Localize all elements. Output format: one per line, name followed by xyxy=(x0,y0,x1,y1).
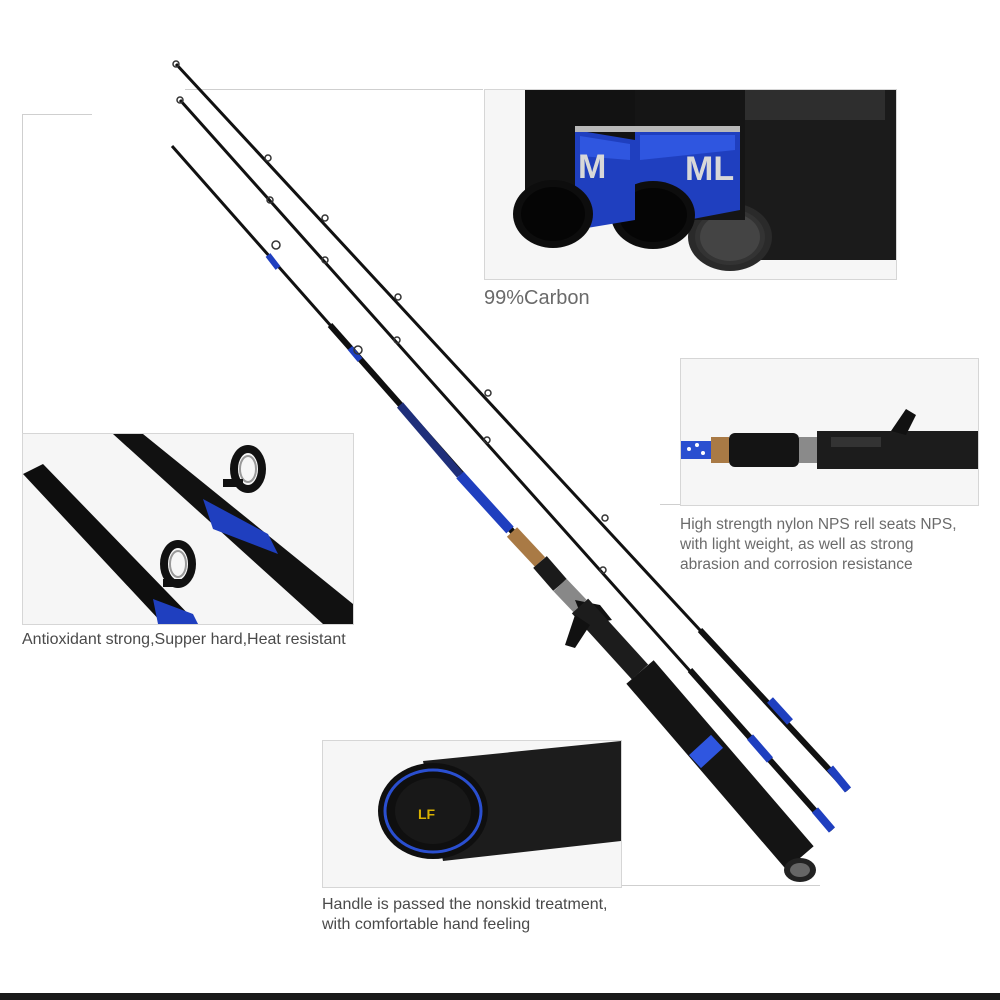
carbon-ferrule-panel: ML M xyxy=(484,89,897,280)
handle-illustration: LF xyxy=(323,741,621,887)
frame-line-left-vertical xyxy=(22,114,23,434)
frame-line-top xyxy=(185,89,483,90)
caption-handle-1: Handle is passed the nonskid treatment, xyxy=(322,896,608,913)
caption-reel-seat-1: High strength nylon NPS rell seats NPS, xyxy=(680,516,957,533)
frame-line-left-top xyxy=(22,114,92,115)
handle-panel: LF xyxy=(322,740,622,888)
caption-carbon: 99%Carbon xyxy=(484,287,590,309)
logo-emblem: LF xyxy=(418,806,436,822)
reel-seat-panel xyxy=(680,358,979,506)
ferrule-illustration: ML M xyxy=(485,90,896,279)
ferrule-label-ml: ML xyxy=(685,150,734,188)
bottom-bar xyxy=(0,993,1000,1000)
caption-reel-seat-2: with light weight, as well as strong xyxy=(680,536,914,553)
frame-line-handle xyxy=(620,885,820,886)
caption-guides: Antioxidant strong,Supper hard,Heat resi… xyxy=(22,631,346,648)
caption-reel-seat-3: abrasion and corrosion resistance xyxy=(680,556,913,573)
caption-handle-2: with comfortable hand feeling xyxy=(322,916,531,933)
guides-panel xyxy=(22,433,354,625)
reel-seat-illustration xyxy=(681,359,978,505)
ferrule-label-m: M xyxy=(578,148,606,186)
guides-illustration xyxy=(23,434,353,624)
